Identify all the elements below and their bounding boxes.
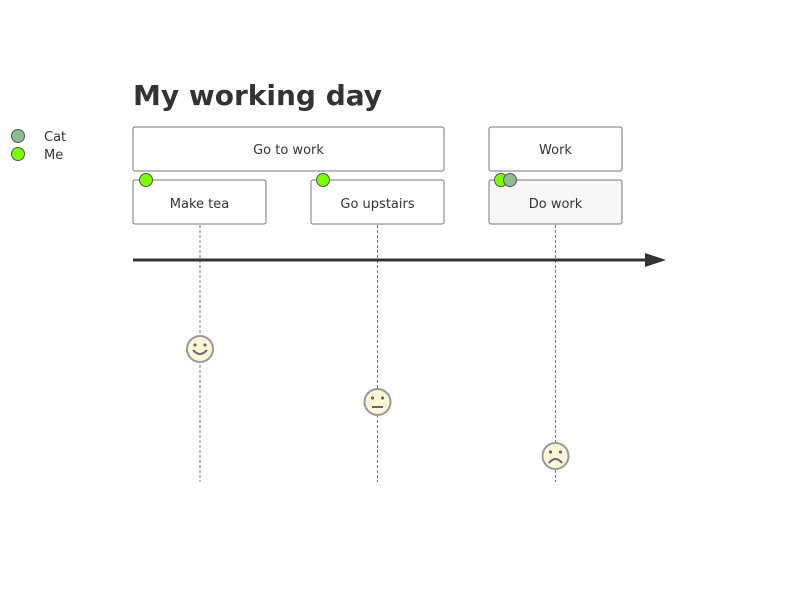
task-make-tea-label: Make tea — [170, 197, 229, 212]
task-go-upstairs: Go upstairs — [310, 173, 445, 225]
task-do-work-actor-cat-icon — [503, 173, 517, 187]
diagram-title: My working day — [133, 79, 382, 112]
section-go-to-work-label: Go to work — [253, 143, 324, 158]
legend-me-label: Me — [44, 148, 63, 163]
task-make-tea: Make tea — [132, 173, 267, 225]
section-work: Work — [488, 126, 623, 172]
section-go-to-work-box — [132, 126, 445, 172]
task-do-work-box — [488, 179, 623, 225]
task-do-work-label: Do work — [529, 197, 583, 212]
legend-cat-color-icon — [11, 129, 25, 143]
task-make-tea-happy-face-icon — [186, 335, 214, 363]
legend-item-cat: Cat — [11, 129, 66, 145]
legend-item-me: Me — [11, 147, 63, 163]
task-make-tea-box — [132, 179, 267, 225]
legend-me-color-icon — [11, 147, 25, 161]
task-go-upstairs-box — [310, 179, 445, 225]
section-work-label: Work — [539, 143, 572, 158]
timeline-arrow — [133, 253, 666, 267]
timeline-arrowhead-icon — [645, 253, 666, 267]
legend: Cat Me — [11, 129, 66, 163]
task-do-work-sad-face-icon — [541, 442, 570, 470]
task-go-upstairs-neutral-face-icon — [363, 388, 392, 416]
section-work-box — [488, 126, 623, 172]
task-go-upstairs-label: Go upstairs — [340, 197, 414, 212]
legend-cat-label: Cat — [44, 130, 66, 145]
task-do-work: Do work — [488, 173, 623, 225]
task-make-tea-actor-me-icon — [139, 173, 153, 187]
task-go-upstairs-actor-me-icon — [316, 173, 330, 187]
section-go-to-work: Go to work — [132, 126, 445, 172]
